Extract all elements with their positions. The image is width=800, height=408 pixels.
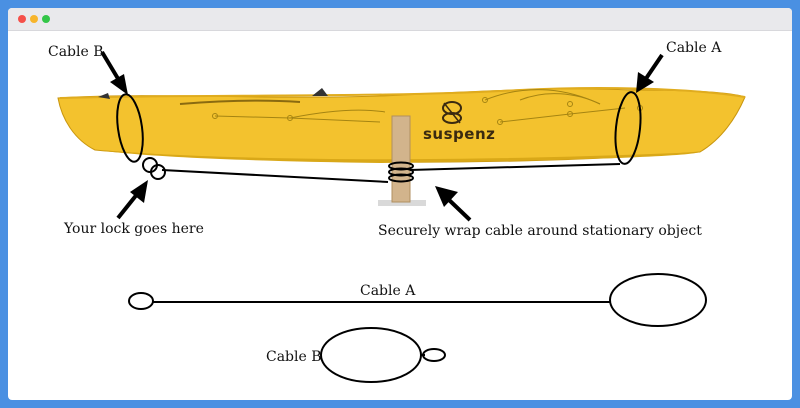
suspenz-logo-icon: suspenz <box>423 101 495 143</box>
cable-b-label: Cable B <box>48 44 104 60</box>
cable-a-legend <box>128 273 707 327</box>
wrap-label: Securely wrap cable around stationary ob… <box>378 223 702 239</box>
close-dot-icon[interactable] <box>18 15 26 23</box>
cable-b-legend-label: Cable B <box>266 349 322 365</box>
minimize-dot-icon[interactable] <box>30 15 38 23</box>
cable-a-legend-label: Cable A <box>360 283 416 299</box>
title-bar <box>8 8 792 31</box>
brand-text: suspenz <box>423 125 495 143</box>
cables <box>116 91 642 183</box>
cable-a-label: Cable A <box>666 40 722 56</box>
arrows <box>100 50 664 222</box>
cable-b-legend <box>320 327 446 383</box>
maximize-dot-icon[interactable] <box>42 15 50 23</box>
lock-label: Your lock goes here <box>63 221 204 237</box>
